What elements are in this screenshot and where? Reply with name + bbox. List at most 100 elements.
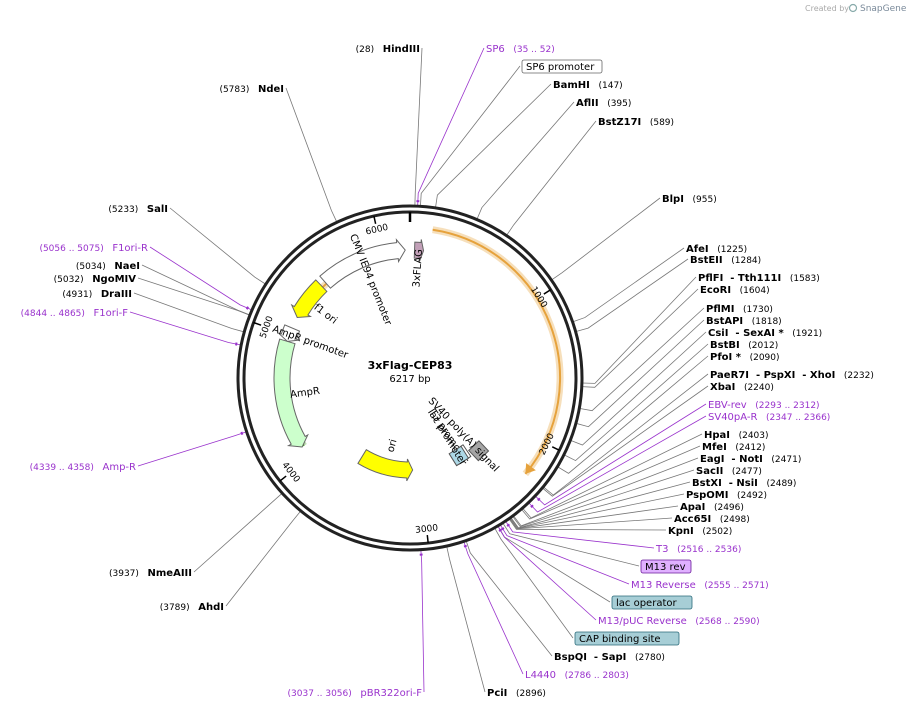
label-pcii: PciI (2896) xyxy=(487,688,546,699)
site-name: SapI xyxy=(602,652,627,663)
label-text-sacii: SacII (2477) xyxy=(696,466,762,477)
spacer xyxy=(728,491,737,501)
site-position: (2489) xyxy=(766,479,796,489)
separator: - xyxy=(749,370,764,381)
spacer xyxy=(139,569,148,579)
feature-label-ampr: AmpR xyxy=(290,386,321,401)
spacer xyxy=(781,274,790,284)
leader-pcii xyxy=(446,545,486,693)
site-name: NgoMIV xyxy=(92,274,136,285)
label-bstxi-nsii: BstXI - NsiI (2489) xyxy=(692,478,796,489)
label-sacii: SacII (2477) xyxy=(696,466,762,477)
label-box-lac-operator xyxy=(611,595,693,610)
feature-arrow-f1-ori xyxy=(290,279,328,319)
leader-xbai xyxy=(542,385,709,497)
site-position: (2090) xyxy=(750,353,780,363)
label-f1ori-r: (5056 .. 5075) F1ori-R xyxy=(39,243,148,254)
label-xbai: XbaI (2240) xyxy=(710,382,774,393)
feature-3xflag: 3xFLAG xyxy=(411,239,425,288)
primer-name: M13 Reverse xyxy=(631,580,696,591)
primer-mark-l4440 xyxy=(463,544,467,548)
label-text-sp6: SP6 (35 .. 52) xyxy=(486,44,555,55)
site-name: PflFI xyxy=(698,273,723,284)
label-amp-r: (4339 .. 4358) Amp-R xyxy=(30,462,136,473)
watermark-brand: SnapGene xyxy=(860,4,907,14)
site-name: BstZ17I xyxy=(598,117,641,128)
watermark: Created by SnapGene xyxy=(805,3,907,14)
label-text-sv40pa-r: SV40pA-R (2347 .. 2366) xyxy=(708,412,830,423)
leader-sali xyxy=(169,207,267,285)
site-name: BspQI xyxy=(554,652,587,663)
primer-name: pBR322ori-F xyxy=(360,688,422,699)
site-name: PflMI xyxy=(706,304,734,315)
leader-sv40pa-r xyxy=(528,415,707,513)
label-ecori: EcoRI (1604) xyxy=(700,285,770,296)
site-name: SexAI * xyxy=(743,328,784,339)
label-text-bstbi: BstBI (2012) xyxy=(710,340,778,351)
label-text-f1ori-f: (4844 .. 4865) F1ori-F xyxy=(21,308,129,319)
primer-name: T3 xyxy=(655,544,668,555)
primer-position: (2293 .. 2312) xyxy=(755,401,819,411)
spacer xyxy=(684,195,693,205)
spacer xyxy=(92,290,101,300)
leader-pfoi xyxy=(557,355,709,474)
label-text-hindiii: (28) HindIII xyxy=(356,44,420,55)
separator: - xyxy=(587,652,602,663)
spacer xyxy=(507,689,516,699)
feature-arrow-3xflag xyxy=(413,239,425,262)
site-name: BstEII xyxy=(690,255,723,266)
primer-name: F1ori-R xyxy=(112,243,148,254)
primer-position: (4844 .. 4865) xyxy=(21,309,85,319)
site-name: MfeI xyxy=(702,442,727,453)
spacer xyxy=(556,671,565,681)
feature-box-sv40-poly-a-signal xyxy=(468,440,490,462)
site-name: Acc65I xyxy=(674,514,711,525)
label-pflfi-tth111i: PflFI - Tth111I (1583) xyxy=(698,273,820,284)
spacer xyxy=(505,45,514,55)
spacer xyxy=(731,286,740,296)
feature-arrow-ampr xyxy=(273,338,309,448)
ruler-label-2000: 2000 xyxy=(538,432,557,457)
label-text-sali: (5233) SalI xyxy=(108,204,168,215)
site-position: (1604) xyxy=(740,286,770,296)
label-text-kpni: KpnI (2502) xyxy=(668,526,732,537)
label-hpai: HpaI (2403) xyxy=(704,430,769,441)
primer-mark-ebv-rev xyxy=(537,497,541,502)
spacer xyxy=(835,371,844,381)
site-name: SalI xyxy=(147,204,168,215)
primer-name: EBV-rev xyxy=(708,400,747,411)
site-name: KpnI xyxy=(668,526,694,537)
spacer xyxy=(734,305,743,315)
label-text-m13-rev: M13 rev xyxy=(645,562,686,573)
label-text-pflmi: PflMI (1730) xyxy=(706,304,773,315)
label-text-ahdi: (3789) AhdI xyxy=(160,602,224,613)
leader-m13-reverse xyxy=(499,524,630,585)
site-position: (2896) xyxy=(516,689,546,699)
label-text-cap-binding-site: CAP binding site xyxy=(579,634,661,645)
site-position: (2012) xyxy=(748,341,778,351)
site-position: (1225) xyxy=(717,245,747,255)
leader-bstz17i xyxy=(506,120,597,236)
spacer xyxy=(727,443,736,453)
label-pfoi: PfoI * (2090) xyxy=(710,352,780,363)
site-name: NmeAIII xyxy=(148,568,192,579)
label-paer7i-pspxi-xhoi: PaeR7I - PspXI - XhoI (2232) xyxy=(710,370,874,381)
leader-acc65i xyxy=(509,517,673,530)
label-naei: (5034) NaeI xyxy=(76,261,140,272)
watermark-prefix: Created by xyxy=(805,4,849,13)
label-csii-sexai: CsiI - SexAI * (1921) xyxy=(708,328,822,339)
leader-bsteii xyxy=(575,258,689,332)
spacer xyxy=(94,463,103,473)
label-text-pflfi-tth111i: PflFI - Tth111I (1583) xyxy=(698,273,820,284)
leader-bstapi xyxy=(575,319,705,428)
label-m13-puc-reverse: M13/pUC Reverse (2568 .. 2590) xyxy=(598,616,760,627)
site-position: (1583) xyxy=(790,274,820,284)
spacer xyxy=(599,99,608,109)
leader-pflfi-tth111i xyxy=(581,276,697,384)
feature-label-3xflag: 3xFLAG xyxy=(411,249,425,288)
ruler-label-3000: 3000 xyxy=(415,523,439,535)
leader-bamhi xyxy=(435,83,552,208)
label-blpi: BlpI (955) xyxy=(662,194,717,205)
leader-lac-operator xyxy=(497,525,611,603)
ruler-tick-5000 xyxy=(253,321,262,326)
